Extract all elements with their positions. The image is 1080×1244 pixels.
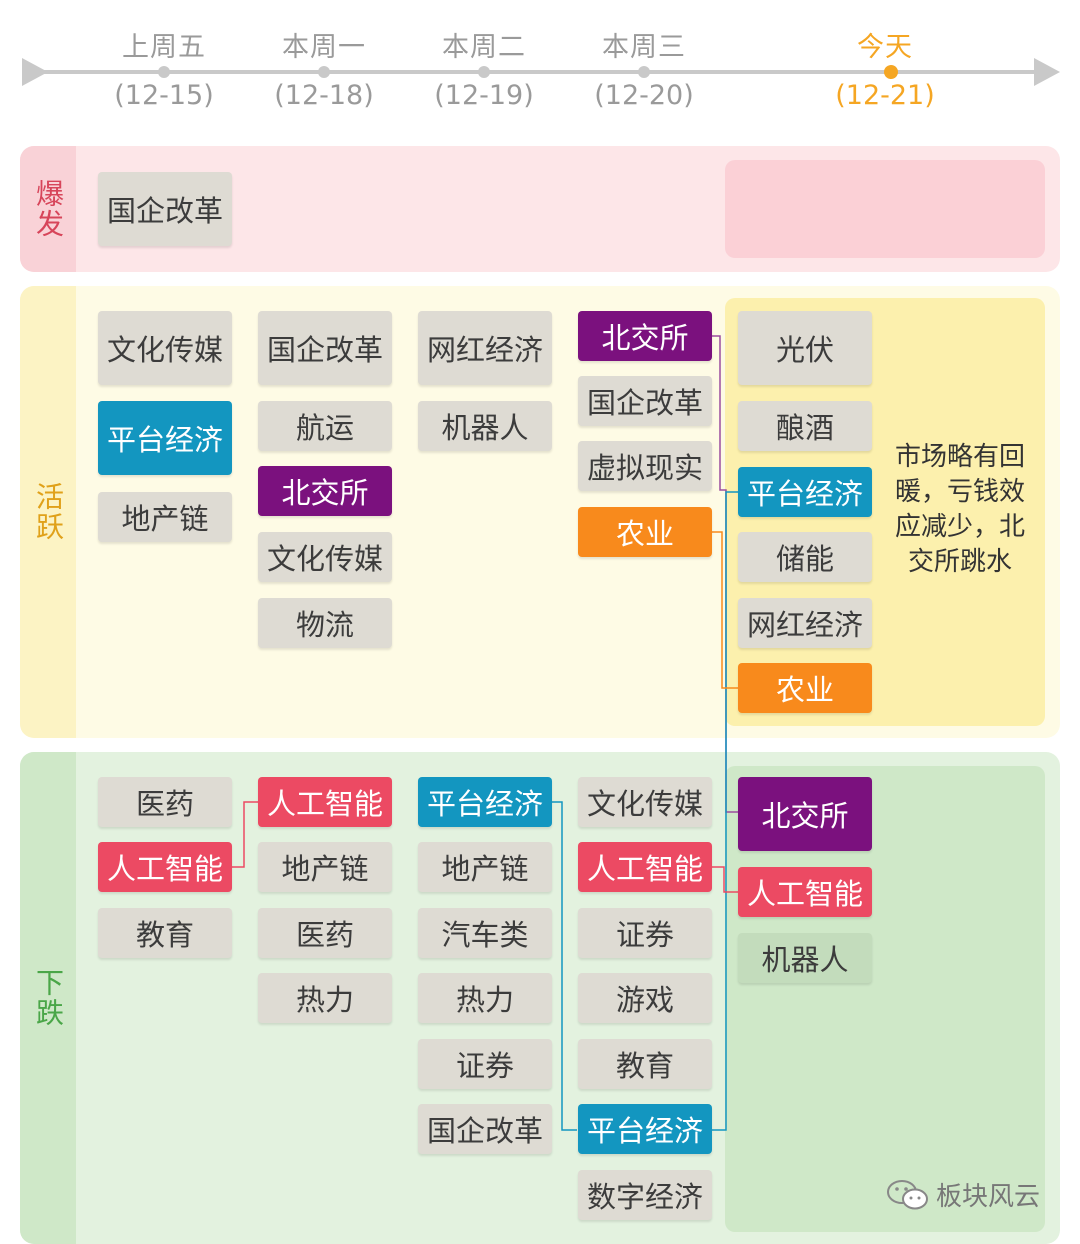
timeline-dot xyxy=(318,66,330,78)
connector-beijiaosuo xyxy=(711,335,738,813)
tag-pingtai: 平台经济 xyxy=(418,777,552,827)
tag-nongye: 农业 xyxy=(578,507,712,557)
timeline xyxy=(22,58,1060,86)
tag-beijiaosuo: 北交所 xyxy=(738,777,872,851)
tag: 证券 xyxy=(578,908,712,958)
timeline-dot-today xyxy=(884,65,898,79)
tag: 网红经济 xyxy=(418,311,552,385)
tag: 国企改革 xyxy=(418,1104,552,1154)
timeline-left-arrow-icon xyxy=(22,58,48,86)
watermark: 板块风云 xyxy=(886,1176,1040,1213)
timeline-day: 上周五 xyxy=(122,32,206,63)
tag: 国企改革 xyxy=(258,311,392,385)
tag-beijiaosuo: 北交所 xyxy=(258,466,392,516)
band-label-text: 下跌 xyxy=(32,968,65,1028)
tag: 酿酒 xyxy=(738,401,872,451)
timeline-date: (12-19) xyxy=(434,80,534,111)
tag: 航运 xyxy=(258,401,392,451)
tag: 光伏 xyxy=(738,311,872,385)
tag-pingtai: 平台经济 xyxy=(738,467,872,517)
tag: 机器人 xyxy=(418,401,552,451)
tag: 数字经济 xyxy=(578,1170,712,1220)
timeline-right-arrow-icon xyxy=(1034,58,1060,86)
band-explode: 爆发 xyxy=(20,146,1060,272)
market-note: 市场略有回暖，亏钱效应减少，北交所跳水 xyxy=(894,442,1025,577)
watermark-text: 板块风云 xyxy=(936,1182,1041,1212)
tag: 游戏 xyxy=(578,973,712,1023)
tag: 热力 xyxy=(258,973,392,1023)
today-panel xyxy=(725,160,1045,258)
band-label-text: 爆发 xyxy=(32,179,65,239)
tag: 教育 xyxy=(578,1039,712,1089)
tag: 证券 xyxy=(418,1039,552,1089)
tag-ai: 人工智能 xyxy=(738,867,872,917)
wechat-icon xyxy=(887,1179,928,1209)
tag: 热力 xyxy=(418,973,552,1023)
tag: 国企改革 xyxy=(98,172,232,246)
tag-nongye: 农业 xyxy=(738,663,872,713)
timeline-day-today: 今天 xyxy=(857,32,913,63)
tag: 地产链 xyxy=(418,842,552,892)
tag: 地产链 xyxy=(258,842,392,892)
connector-pingtai-2 xyxy=(711,491,738,1131)
tag: 物流 xyxy=(258,598,392,648)
tag: 文化传媒 xyxy=(258,532,392,582)
band-label: 下跌 xyxy=(20,752,76,1244)
timeline-dot xyxy=(478,66,490,78)
tag-ai: 人工智能 xyxy=(258,777,392,827)
tag: 储能 xyxy=(738,532,872,582)
tag: 汽车类 xyxy=(418,908,552,958)
band-label: 活跃 xyxy=(20,286,76,738)
tag: 国企改革 xyxy=(578,376,712,426)
connector-nongye xyxy=(711,531,738,689)
connector-ai xyxy=(231,801,258,868)
tag-beijiaosuo: 北交所 xyxy=(578,311,712,361)
tag: 医药 xyxy=(98,777,232,827)
timeline-day: 本周一 xyxy=(282,32,366,63)
timeline-day: 本周三 xyxy=(602,32,686,63)
tag: 文化传媒 xyxy=(578,777,712,827)
tag: 文化传媒 xyxy=(98,311,232,385)
tag: 教育 xyxy=(98,908,232,958)
tag-ai: 人工智能 xyxy=(578,842,712,892)
timeline-day: 本周二 xyxy=(442,32,526,63)
timeline-dot xyxy=(158,66,170,78)
tag: 网红经济 xyxy=(738,598,872,648)
timeline-date: (12-15) xyxy=(114,80,214,111)
tag: 虚拟现实 xyxy=(578,441,712,491)
timeline-date-today: (12-21) xyxy=(835,80,935,111)
tag-pingtai: 平台经济 xyxy=(578,1104,712,1154)
timeline-dot xyxy=(638,66,650,78)
tag: 机器人 xyxy=(738,933,872,983)
tag-pingtai: 平台经济 xyxy=(98,401,232,475)
tag: 医药 xyxy=(258,908,392,958)
timeline-date: (12-20) xyxy=(594,80,694,111)
timeline-date: (12-18) xyxy=(274,80,374,111)
band-label: 爆发 xyxy=(20,146,76,272)
tag-ai: 人工智能 xyxy=(98,842,232,892)
connector-ai-2 xyxy=(711,866,738,893)
connector-pingtai xyxy=(551,801,577,1131)
band-label-text: 活跃 xyxy=(32,482,65,542)
tag: 地产链 xyxy=(98,492,232,542)
